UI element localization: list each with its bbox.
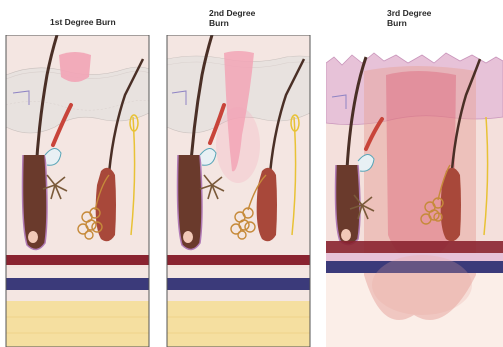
- artery: [326, 241, 503, 253]
- vein: [6, 278, 149, 290]
- first-degree-burn-panel: [5, 35, 150, 347]
- first-degree-skin-diagram: [5, 35, 150, 347]
- hypodermis-layer: [6, 301, 149, 347]
- second-degree-burn-panel: [166, 35, 311, 347]
- third-degree-burn-panel: [326, 35, 503, 347]
- panel-title-second-degree: 2nd Degree Burn: [209, 8, 255, 28]
- artery: [167, 255, 310, 265]
- burn-area: [59, 52, 91, 82]
- third-degree-skin-diagram: [326, 35, 503, 347]
- vein: [167, 278, 310, 290]
- second-degree-skin-diagram: [166, 35, 311, 347]
- panel-title-third-degree: 3rd Degree Burn: [387, 8, 431, 28]
- panel-title-first-degree: 1st Degree Burn: [50, 17, 116, 27]
- artery: [6, 255, 149, 265]
- hypodermis-layer: [167, 301, 310, 347]
